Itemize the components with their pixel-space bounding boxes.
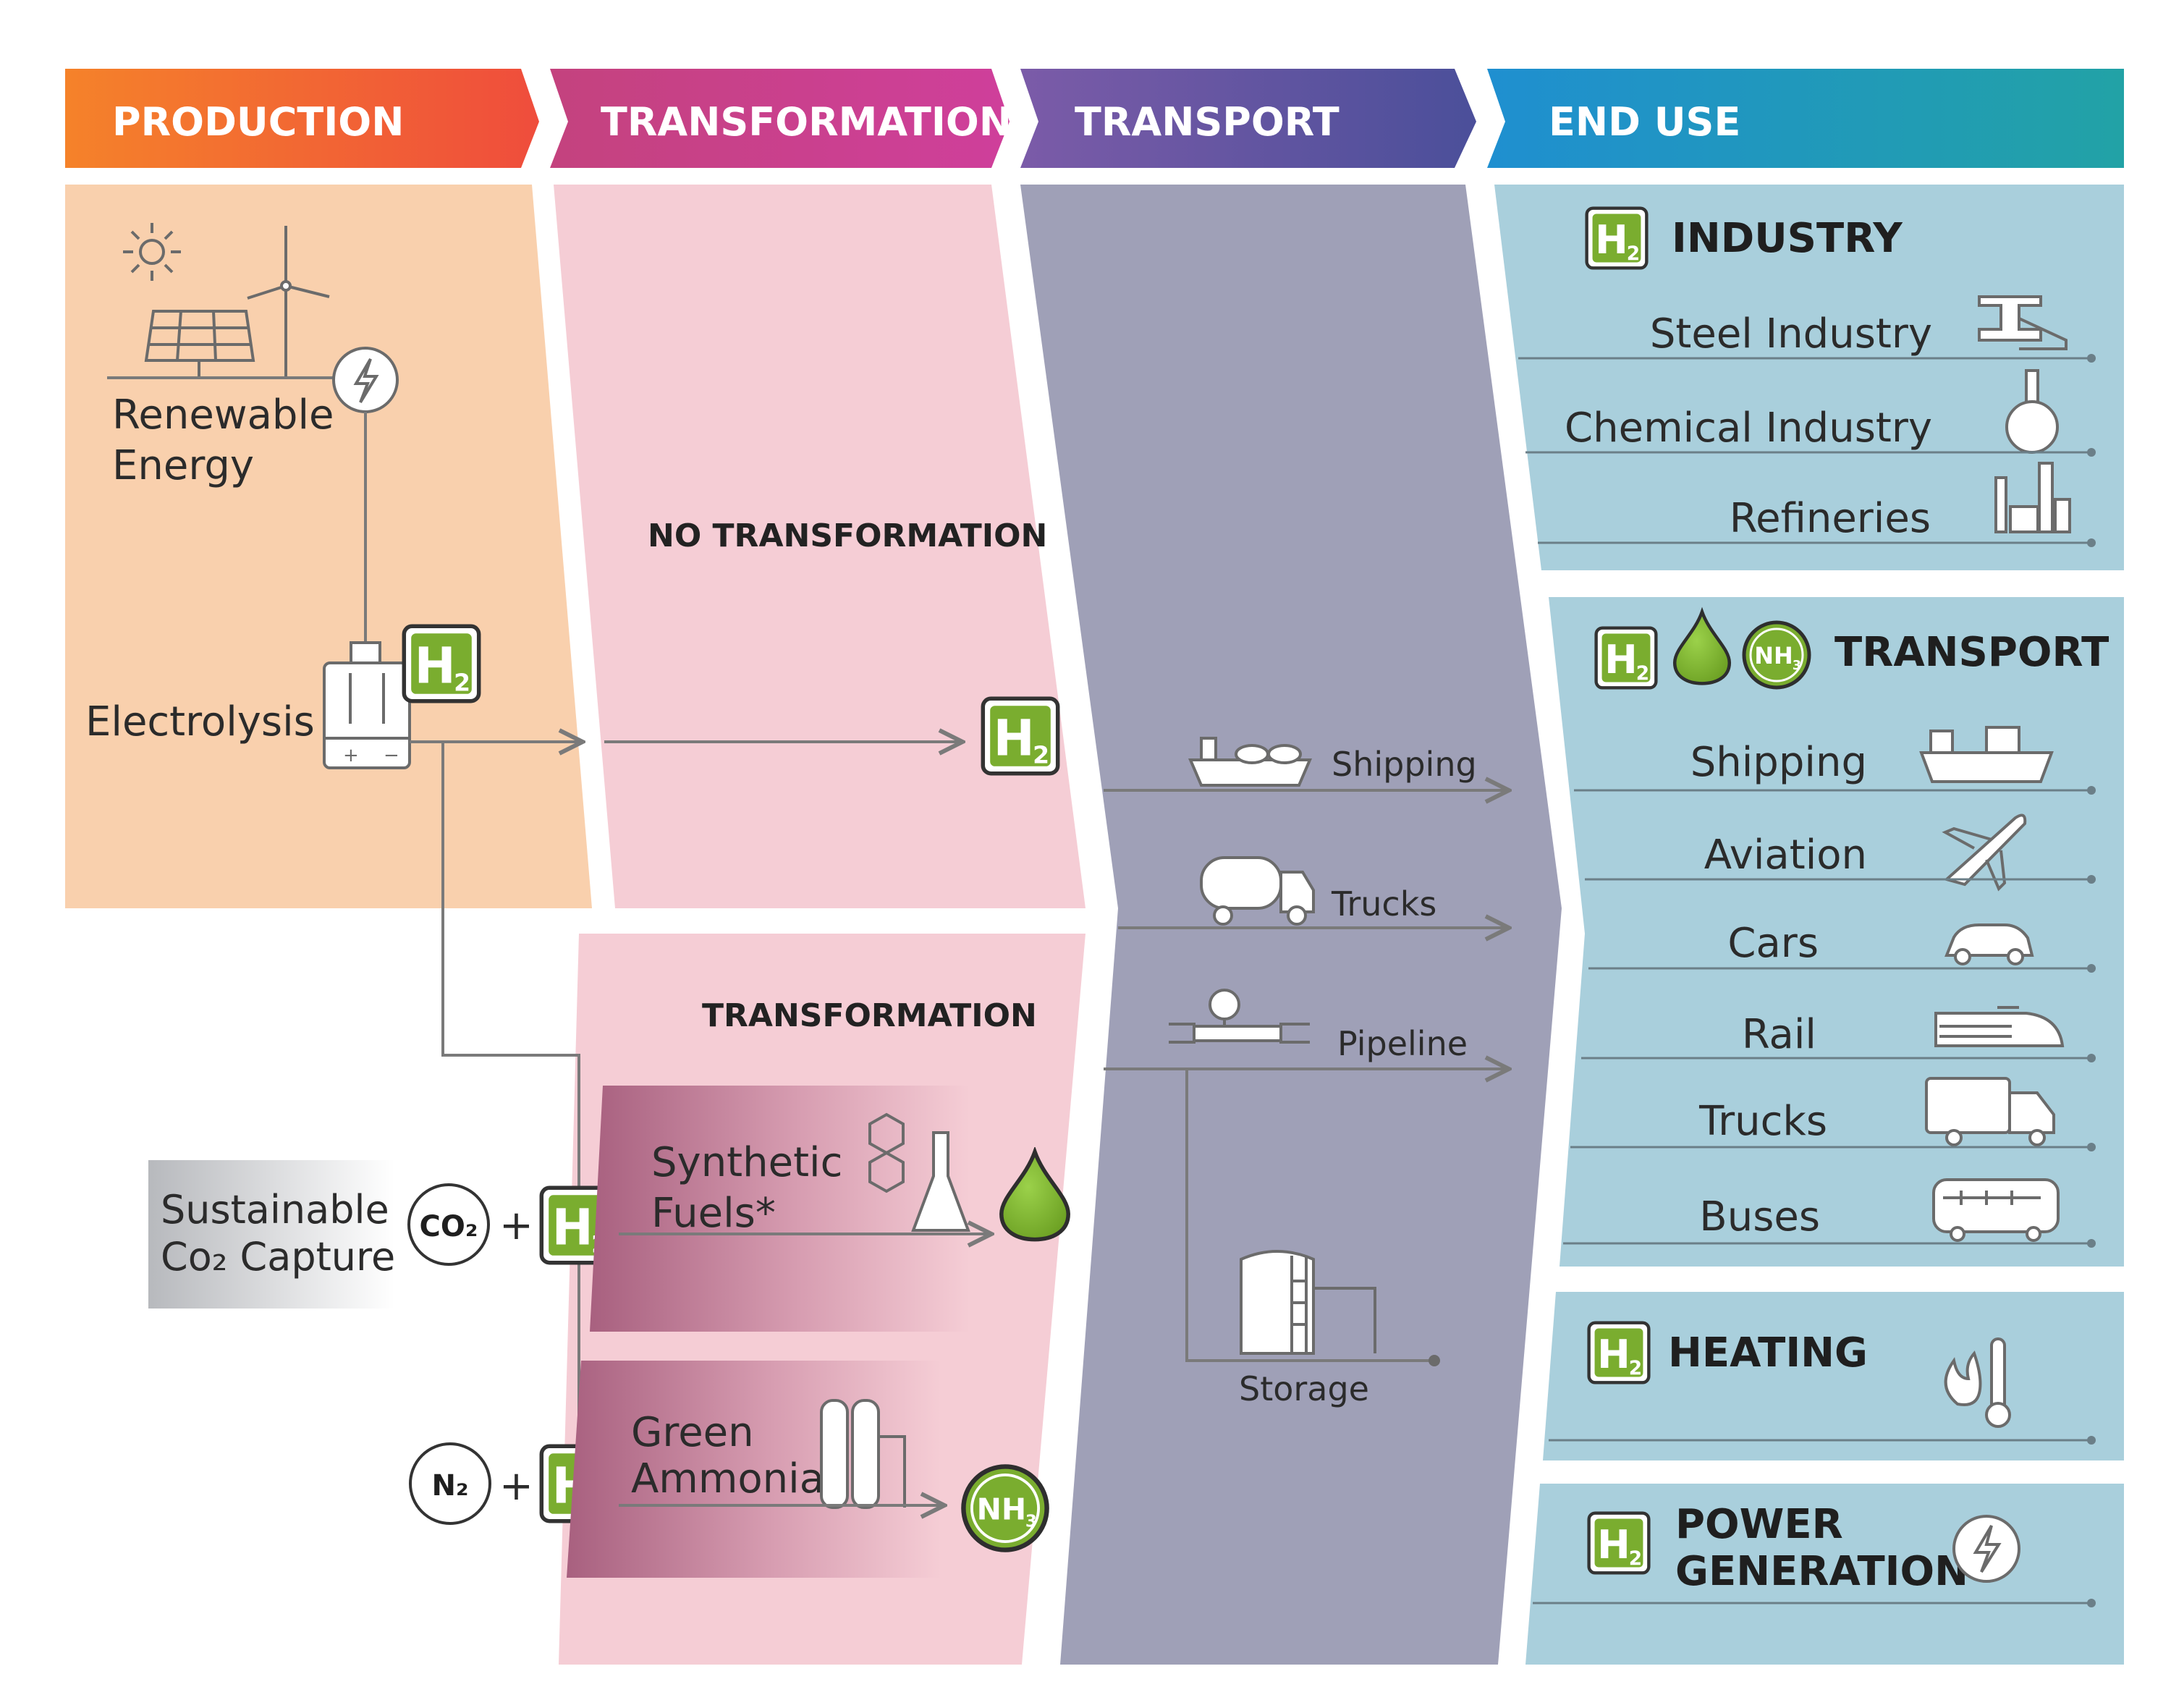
storage-label: Storage — [1239, 1369, 1369, 1408]
trucks-label: Trucks — [1331, 884, 1436, 923]
transformation-column-top-bg — [554, 185, 1086, 908]
aviation-label: Aviation — [1704, 832, 1867, 879]
pipeline-icon — [1169, 989, 1310, 1044]
transformation-label: TRANSFORMATION — [702, 997, 1037, 1034]
cars-label: Cars — [1727, 920, 1819, 967]
truck-icon — [1200, 856, 1315, 926]
h2-badge-icon — [983, 698, 1057, 773]
line-end-dot — [1429, 1355, 1440, 1366]
heating-title: HEATING — [1668, 1329, 1868, 1377]
end-use-transport-bg — [1549, 597, 2124, 1267]
svg-text:+: + — [343, 745, 359, 766]
stage-label-transformation: TRANSFORMATION — [601, 99, 1012, 145]
ship-icon — [1188, 737, 1313, 787]
trucks-enduse-label: Trucks — [1698, 1098, 1827, 1145]
shipping-label: Shipping — [1332, 745, 1477, 784]
industry-title: INDUSTRY — [1672, 215, 1903, 262]
electrolyzer-icon: + − — [323, 641, 411, 769]
transport-title: TRANSPORT — [1834, 629, 2109, 676]
renewable-energy-label: Renewable — [112, 392, 334, 439]
stage-header-production: PRODUCTION — [65, 69, 539, 168]
h2-badge-icon — [1596, 628, 1656, 688]
stage-header-transformation: TRANSFORMATION — [550, 69, 1012, 168]
lightning-icon — [1952, 1515, 2020, 1583]
hexagon-molecule-icon — [868, 1112, 905, 1193]
solar-panel-icon — [144, 310, 255, 376]
shipping-enduse-label: Shipping — [1690, 739, 1867, 786]
bus-icon — [1932, 1178, 2060, 1242]
lightning-icon — [332, 347, 399, 413]
stage-label-production: PRODUCTION — [112, 99, 404, 145]
flask-icon — [2005, 369, 2059, 454]
train-icon — [1934, 1006, 2065, 1047]
green-ammonia-label-2: Ammonia — [631, 1455, 824, 1502]
chemical-industry-label: Chemical Industry — [1565, 405, 1932, 452]
synthetic-fuels-label: Synthetic — [651, 1139, 842, 1186]
stage-header-end-use: END USE — [1487, 69, 2124, 168]
truck-icon — [1925, 1077, 2055, 1146]
end-use-heating-bg — [1543, 1292, 2124, 1460]
co2-label: CO₂ — [420, 1210, 478, 1243]
plus-sign: + — [499, 1202, 533, 1249]
airplane-icon — [1942, 813, 2027, 892]
production-column-bg — [65, 185, 592, 908]
synthetic-fuels-label-2: Fuels* — [651, 1190, 776, 1237]
stage-header-transport: TRANSPORT — [1020, 69, 1476, 168]
co2-capture-label-2: Co₂ Capture — [161, 1234, 395, 1280]
h2-badge-icon — [404, 626, 478, 701]
buses-label: Buses — [1699, 1193, 1820, 1240]
stage-label-transport: TRANSPORT — [1075, 99, 1340, 145]
h2-badge-icon — [1589, 1513, 1649, 1573]
car-icon — [1944, 923, 2034, 965]
refinery-icon — [1994, 462, 2071, 533]
steel-beam-icon — [1978, 295, 2068, 350]
pipeline-label: Pipeline — [1337, 1024, 1468, 1063]
flame-thermometer-icon — [1944, 1337, 2011, 1428]
sun-icon — [123, 223, 181, 281]
end-use-industry-bg — [1494, 185, 2124, 570]
renewable-energy-label-2: Energy — [112, 442, 254, 489]
electrolysis-label: Electrolysis — [85, 698, 315, 745]
transport-column-bg — [1020, 185, 1562, 1665]
synthetic-fuels-band — [590, 1086, 970, 1332]
stage-label-end-use: END USE — [1549, 99, 1740, 145]
steel-industry-label: Steel Industry — [1650, 310, 1932, 358]
green-ammonia-label: Green — [631, 1409, 754, 1456]
h2-badge-icon — [1587, 208, 1647, 269]
storage-tank-icon — [1240, 1250, 1376, 1355]
n2-label: N₂ — [432, 1469, 469, 1502]
plus-sign: + — [499, 1463, 533, 1510]
ship-icon — [1919, 726, 2054, 783]
svg-text:−: − — [384, 745, 399, 766]
h2-badge-icon — [1589, 1323, 1649, 1383]
power-generation-title: POWER — [1675, 1501, 1843, 1548]
ammonia-tank-icon — [820, 1399, 906, 1509]
rail-label: Rail — [1742, 1011, 1816, 1058]
co2-molecule-icon: CO₂ — [407, 1183, 490, 1266]
co2-capture-box — [148, 1160, 394, 1309]
co2-capture-label: Sustainable — [161, 1187, 389, 1233]
nh3-badge-icon — [1744, 622, 1809, 688]
wind-turbine-icon — [247, 226, 330, 376]
no-transformation-label: NO TRANSFORMATION — [648, 517, 1047, 554]
nh3-badge-icon — [963, 1466, 1046, 1550]
n2-molecule-icon: N₂ — [409, 1442, 491, 1525]
refineries-label: Refineries — [1730, 495, 1931, 542]
power-generation-title-2: GENERATION — [1675, 1548, 1968, 1595]
